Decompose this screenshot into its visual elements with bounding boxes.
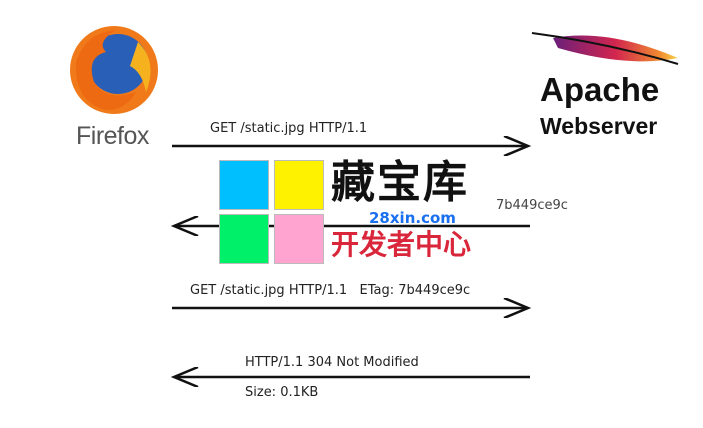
- server-subtitle: Webserver: [540, 113, 658, 139]
- watermark-title: 藏宝库: [331, 157, 469, 208]
- response-1-etag: 7b449ce9c: [496, 198, 568, 213]
- request-2-label: GET /static.jpg HTTP/1.1 ETag: 7b449ce9c: [190, 283, 471, 298]
- watermark-tile: [274, 160, 324, 210]
- watermark-subtitle: 开发者中心: [331, 228, 472, 261]
- right-arrow-icon: [172, 136, 532, 156]
- request-1-label: GET /static.jpg HTTP/1.1: [210, 121, 368, 136]
- response-2-size: Size: 0.1KB: [245, 385, 319, 400]
- response-2-status: HTTP/1.1 304 Not Modified: [245, 355, 419, 370]
- right-arrow-icon: [172, 298, 532, 318]
- watermark-tile: [219, 214, 269, 264]
- firefox-logo: [66, 22, 162, 118]
- client-label: Firefox: [76, 122, 149, 150]
- left-arrow-icon: [170, 367, 530, 387]
- apache-feather-logo: [528, 28, 688, 73]
- watermark: 藏宝库 28xin.com 开发者中心: [219, 160, 489, 265]
- watermark-tile: [219, 160, 269, 210]
- watermark-tile: [274, 214, 324, 264]
- server-label: Apache: [540, 71, 660, 108]
- watermark-url: 28xin.com: [369, 209, 456, 227]
